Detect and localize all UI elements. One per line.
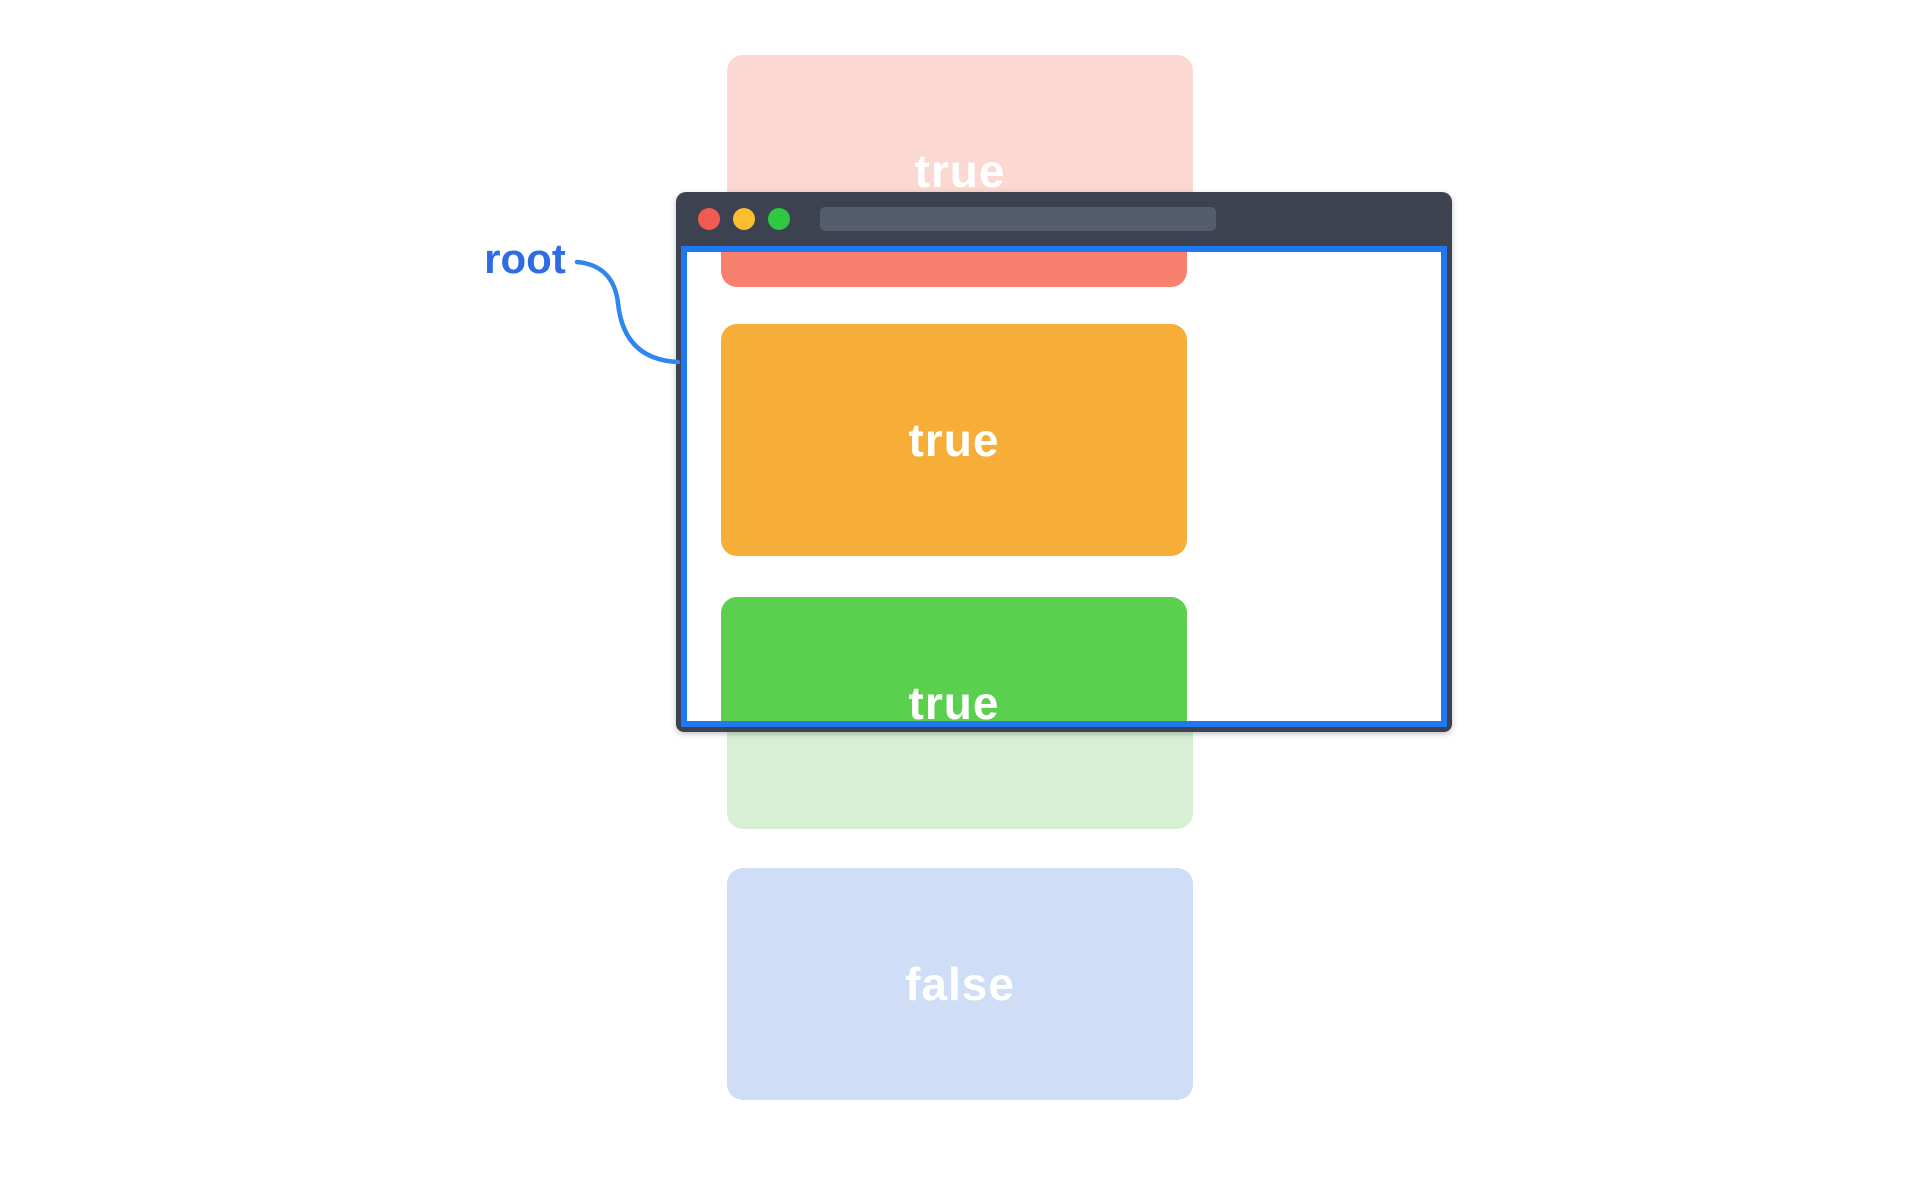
close-icon[interactable]	[698, 208, 720, 230]
box-1-inside-portion: true	[721, 252, 1187, 287]
box-2-inside-portion: true	[721, 324, 1187, 556]
minimize-icon[interactable]	[733, 208, 755, 230]
box-4-label: false	[905, 958, 1015, 1010]
root-connector-line	[574, 259, 681, 365]
browser-window: true true true	[676, 192, 1452, 732]
address-bar[interactable]	[820, 207, 1216, 231]
root-callout-label: root	[484, 235, 566, 282]
box-2-label-inside: true	[908, 414, 1000, 466]
browser-title-bar	[676, 192, 1452, 246]
root-viewport: true true true	[681, 246, 1447, 727]
box-1-label: true	[914, 145, 1006, 197]
box-3-label-inside: true	[908, 677, 1000, 727]
box-4-outside-portion: false	[727, 868, 1193, 1100]
box-3-inside-portion: true	[721, 597, 1187, 727]
zoom-icon[interactable]	[768, 208, 790, 230]
